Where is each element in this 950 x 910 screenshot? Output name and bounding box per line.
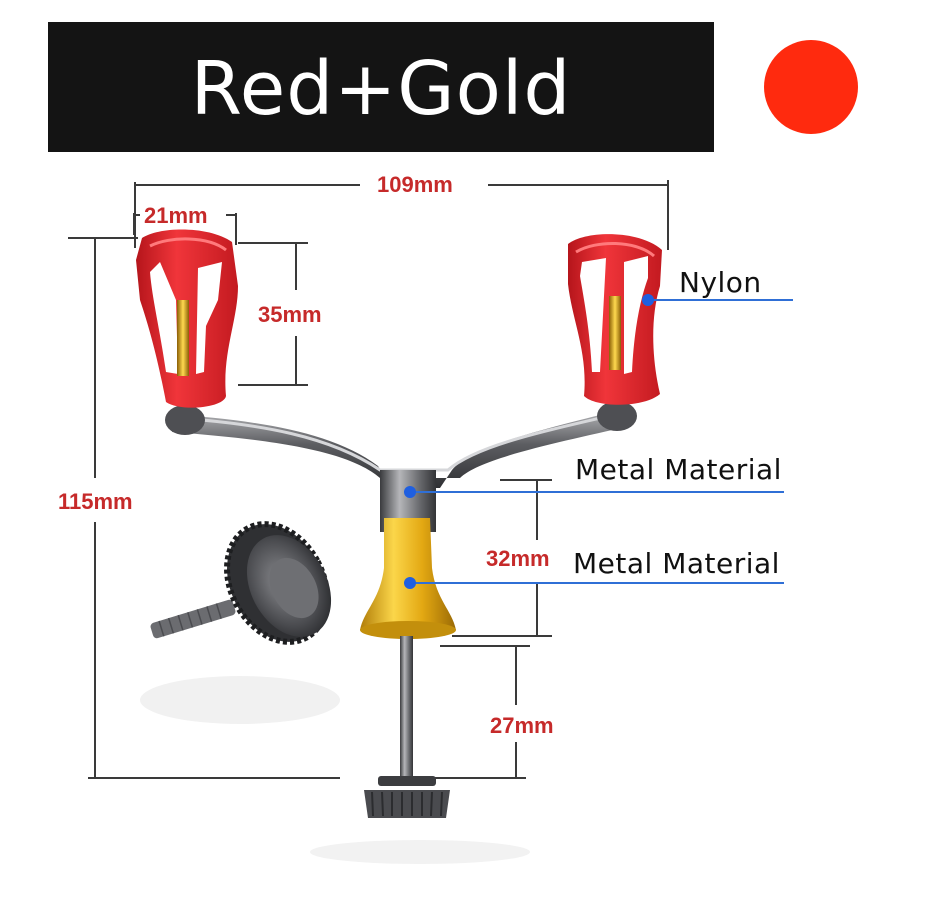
- dim-knob-height: 35mm: [258, 302, 322, 327]
- dim-total-width: 109mm: [377, 172, 453, 197]
- callout-nylon: Nylon: [679, 266, 762, 299]
- shaft-collar: [378, 776, 436, 786]
- dim-total-height: 115mm: [58, 489, 133, 514]
- right-knob: [568, 234, 662, 405]
- left-arm-joint: [165, 405, 205, 435]
- base-nut-knurl: [371, 791, 443, 817]
- right-arm-joint: [597, 401, 637, 431]
- gold-core: [360, 518, 456, 630]
- title-banner: Red+Gold: [48, 22, 714, 152]
- dim-shaft-length: 27mm: [490, 713, 554, 738]
- dim-knob-width: 21mm: [144, 203, 208, 228]
- shadow-base: [310, 840, 530, 864]
- dimension-lines: [68, 180, 669, 779]
- gold-core-base: [360, 621, 456, 639]
- shaft: [400, 636, 413, 782]
- base-nut: [364, 790, 450, 818]
- color-swatch: [764, 40, 858, 134]
- banner-title: Red+Gold: [190, 46, 572, 132]
- callout-core-metal: Metal Material: [573, 547, 780, 580]
- left-knob: [136, 229, 238, 408]
- callout-arm-metal: Metal Material: [575, 453, 782, 486]
- dim-core-height: 32mm: [486, 546, 550, 571]
- shadow-screw: [140, 676, 340, 724]
- leader-dots: [404, 294, 654, 589]
- leader-lines: [410, 299, 793, 584]
- locking-screw: [150, 521, 332, 645]
